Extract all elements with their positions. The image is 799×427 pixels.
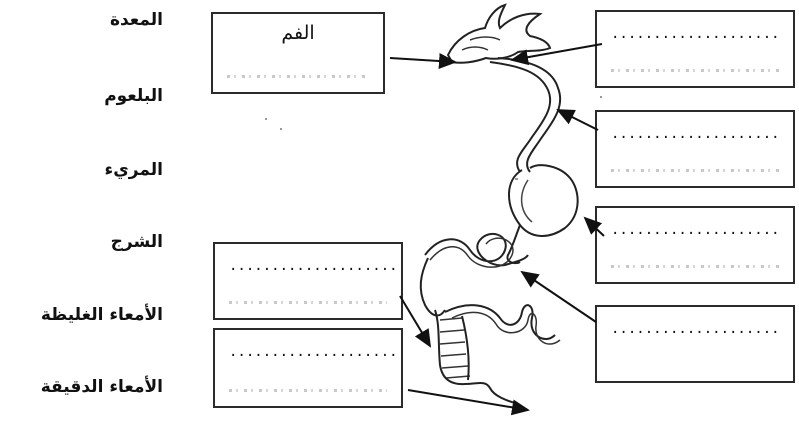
word-anus: الشرج: [110, 232, 163, 252]
label-box-mouth: الفم: [211, 12, 385, 94]
box-noise: [227, 75, 369, 78]
blank-line: ....................: [229, 258, 398, 274]
box-noise: [611, 169, 779, 172]
blank-line: ....................: [611, 321, 780, 337]
word-esophagus: المريء: [104, 160, 163, 180]
word-pharynx: البلعوم: [104, 86, 163, 106]
intestine-lower-loops-b: [451, 311, 561, 345]
label-box-right-2[interactable]: ....................: [595, 110, 795, 188]
box-noise: [611, 69, 779, 72]
blank-line: ....................: [611, 26, 780, 42]
large-intestine-right: [461, 315, 470, 381]
label-mouth-text: الفم: [281, 22, 315, 44]
box-noise: [229, 389, 387, 392]
scan-noise: [265, 96, 602, 180]
label-box-right-1[interactable]: ....................: [595, 10, 795, 88]
box-noise: [229, 301, 387, 304]
arrow-esophagus: [556, 109, 599, 131]
stomach-inner: [520, 179, 533, 223]
arrow-anus: [407, 389, 530, 416]
label-box-right-4[interactable]: ....................: [595, 305, 795, 383]
head-outline: [446, 3, 552, 64]
large-intestine-rings: [439, 317, 471, 379]
head-detail: [461, 36, 501, 51]
word-small-intestine: الأمعاء الدقيقة: [40, 377, 163, 397]
intestine-coil-b: [429, 237, 514, 268]
box-noise: [611, 265, 779, 268]
label-box-left-1[interactable]: ....................: [213, 242, 403, 320]
esophagus-line-b: [497, 57, 561, 173]
duodenum: [506, 224, 521, 265]
arrow-small-intestine: [520, 270, 597, 323]
label-box-left-2[interactable]: ....................: [213, 328, 403, 408]
word-stomach: المعدة: [109, 10, 163, 30]
intestine-lower-loops: [444, 304, 556, 340]
blank-line: ....................: [229, 344, 398, 360]
intestine-coil-a: [424, 232, 529, 267]
word-large-intestine: الأمعاء الغليظة: [40, 305, 163, 325]
arrow-large-intestine: [399, 295, 432, 348]
intestine-descend: [419, 257, 446, 317]
label-box-right-3[interactable]: ....................: [595, 206, 795, 284]
esophagus-line-a: [489, 61, 551, 173]
large-intestine-outline: [434, 309, 519, 405]
arrow-pharynx: [510, 43, 603, 66]
arrow-stomach: [583, 216, 605, 237]
blank-line: ....................: [611, 126, 780, 142]
arrow-mouth: [389, 53, 457, 70]
stomach-outline: [508, 164, 579, 237]
blank-line: ....................: [611, 222, 780, 238]
